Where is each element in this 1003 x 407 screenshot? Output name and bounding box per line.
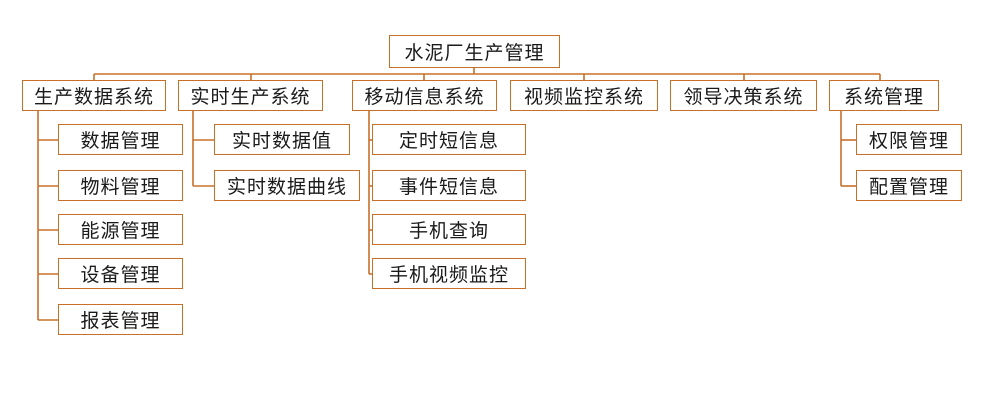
system-realtime-production: 实时生产系统 bbox=[178, 80, 323, 111]
system-video-monitoring: 视频监控系统 bbox=[510, 80, 658, 111]
root-node: 水泥厂生产管理 bbox=[389, 35, 560, 68]
system-management: 系统管理 bbox=[829, 80, 939, 111]
node-mobile-video-monitoring: 手机视频监控 bbox=[372, 258, 526, 289]
node-scheduled-sms: 定时短信息 bbox=[372, 124, 526, 155]
node-permission-management: 权限管理 bbox=[856, 124, 962, 155]
node-realtime-curve: 实时数据曲线 bbox=[214, 170, 360, 201]
system-mobile-info: 移动信息系统 bbox=[352, 80, 497, 111]
node-mobile-query: 手机查询 bbox=[372, 214, 526, 245]
node-material-management: 物料管理 bbox=[58, 170, 183, 201]
system-production-data: 生产数据系统 bbox=[22, 80, 166, 111]
node-configuration-management: 配置管理 bbox=[856, 170, 962, 201]
node-event-sms: 事件短信息 bbox=[372, 170, 526, 201]
node-equipment-management: 设备管理 bbox=[58, 258, 183, 289]
system-leader-decision: 领导决策系统 bbox=[670, 80, 817, 111]
node-data-management: 数据管理 bbox=[58, 124, 183, 155]
node-energy-management: 能源管理 bbox=[58, 214, 183, 245]
node-realtime-value: 实时数据值 bbox=[214, 124, 350, 155]
node-report-management: 报表管理 bbox=[58, 304, 183, 335]
